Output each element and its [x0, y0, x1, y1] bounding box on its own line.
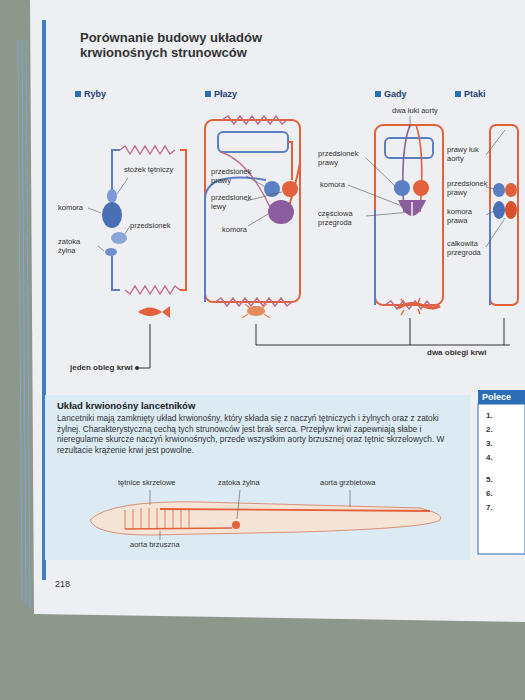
- part-label: komora: [320, 181, 348, 190]
- section-title: Gady: [384, 89, 407, 99]
- section-heading: Ptaki: [464, 89, 486, 99]
- lancelet-vessels: [125, 508, 430, 529]
- part-label: dwa łuki aorty: [392, 107, 448, 116]
- part-label: prawy łuk aorty: [447, 146, 486, 163]
- leader-lines: [486, 130, 505, 247]
- part-label: tętnice skrzelowe: [118, 479, 188, 488]
- bird-heart: [493, 183, 517, 219]
- task-panel: Polece: [478, 390, 525, 404]
- part-label: całkowita przegroda: [447, 240, 486, 257]
- task-number: 7.: [486, 504, 506, 513]
- leader-lines: [246, 176, 282, 226]
- panel-title: Polece: [478, 390, 525, 404]
- task-number: 5.: [486, 476, 506, 485]
- book-page: [30, 0, 525, 622]
- fish-heart: [102, 189, 127, 256]
- reptile-circulation: [375, 125, 443, 309]
- part-label: częściowa przegroda: [318, 210, 366, 227]
- amphibian-heart: [264, 181, 298, 224]
- classification-brackets: [138, 318, 510, 368]
- part-label: przedsionek prawy: [211, 168, 247, 185]
- task-panel-ground: [478, 404, 525, 554]
- task-panel-bar: [478, 390, 525, 404]
- part-label: komora: [58, 204, 88, 213]
- bird-circulation: [490, 125, 518, 305]
- section-heading: Płazy: [214, 89, 237, 99]
- leader-lines: [150, 490, 350, 540]
- panel-heading: Układ krwionośny lancetników: [57, 400, 458, 411]
- leader-lines: [348, 116, 411, 216]
- page-title: Porównanie budowy układów krwionośnych s…: [80, 30, 320, 60]
- part-label: przedsionek lewy: [211, 194, 247, 211]
- group-label: dwa obiegi krwi: [425, 348, 489, 357]
- reptile-heart: [394, 180, 429, 218]
- info-panel: Układ krwionośny lancetnikówLancetniki m…: [45, 395, 470, 460]
- task-number: 4.: [486, 454, 506, 463]
- section-title: Ryby: [84, 89, 106, 99]
- page-edges: [18, 40, 30, 608]
- leader-lines: [88, 178, 130, 251]
- part-label: aorta brzuszna: [130, 541, 195, 550]
- bracket-dot: [135, 366, 139, 370]
- section-heading: Gady: [384, 89, 407, 99]
- part-label: przedsionek prawy: [447, 180, 486, 197]
- amphibian-circulation: [205, 116, 300, 306]
- task-number: 3.: [486, 440, 506, 449]
- part-label: zatoka żylna: [218, 479, 273, 488]
- section-heading: Ryby: [84, 89, 106, 99]
- part-label: zatoka żylna: [58, 238, 98, 255]
- fish-circulation: [112, 146, 186, 294]
- animal-icons: [138, 298, 440, 318]
- page-number: 218: [55, 580, 85, 589]
- part-label: aorta grzbietowa: [320, 479, 390, 488]
- part-label: przedsionek prawy: [318, 150, 366, 167]
- task-number: 1.: [486, 412, 506, 421]
- group-label: jeden obieg krwi: [68, 363, 135, 372]
- part-label: komora prawa: [447, 208, 486, 225]
- panel-body: Lancetniki mają zamknięty układ krwionoś…: [57, 413, 458, 455]
- part-label: stożek tętniczy: [124, 166, 176, 175]
- info-panel-ground: [45, 395, 470, 560]
- section-title: Ptaki: [464, 89, 486, 99]
- part-label: przedsionek: [130, 222, 180, 231]
- lancelet-sinus: [232, 521, 240, 529]
- task-number: 2.: [486, 426, 506, 435]
- section-title: Płazy: [214, 89, 237, 99]
- part-label: komora: [222, 226, 252, 235]
- task-number: 6.: [486, 490, 506, 499]
- lancelet-body: [90, 502, 441, 535]
